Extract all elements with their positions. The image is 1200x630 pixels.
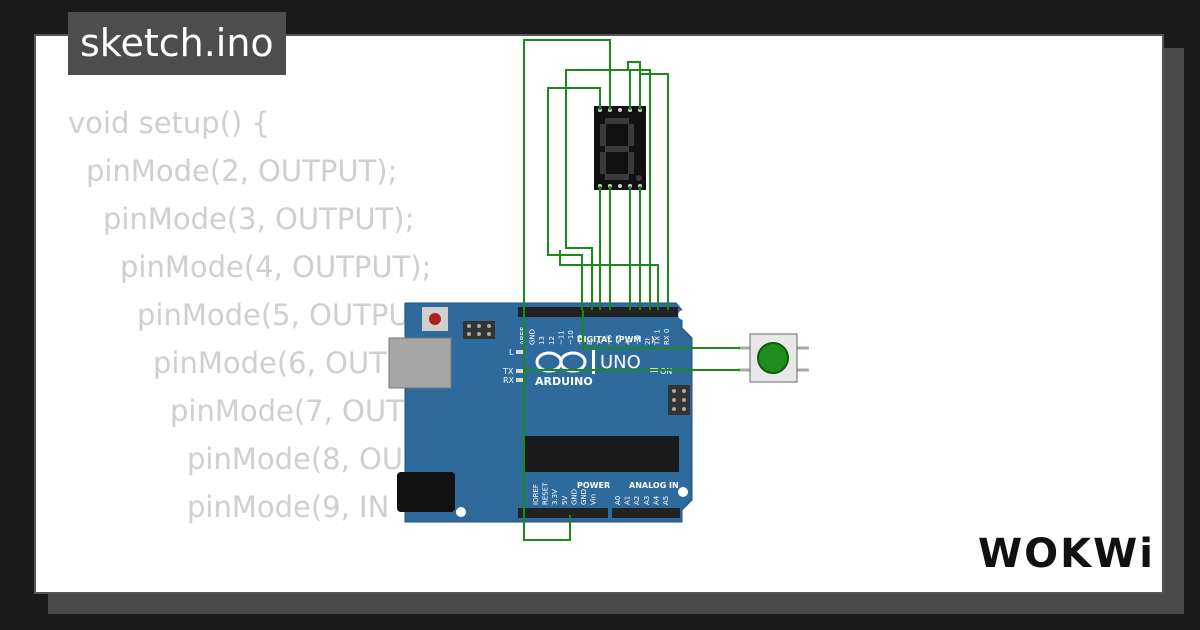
wire bbox=[582, 310, 740, 349]
pin-label: 3.3V bbox=[551, 489, 559, 505]
wires bbox=[523, 39, 740, 541]
board-model: UNO bbox=[600, 352, 641, 373]
pin-label: A3 bbox=[643, 496, 651, 505]
pin-label: 7 bbox=[596, 341, 604, 345]
l-led bbox=[516, 350, 524, 354]
arduino-uno-board[interactable]: UNO ARDUINO DIGITAL (PWM ~) POWER ANALOG… bbox=[388, 302, 693, 523]
digital-label: DIGITAL (PWM ~) bbox=[577, 335, 655, 344]
analog-header bbox=[612, 508, 680, 518]
code-line: pinMode(3, OUTPUT); bbox=[103, 202, 415, 236]
rx-led bbox=[516, 378, 524, 382]
wire bbox=[565, 69, 631, 310]
pin-label: 8 bbox=[586, 341, 594, 345]
pin-label: GND bbox=[580, 489, 588, 505]
pin-label: ~11 bbox=[557, 330, 565, 345]
code-line: pinMode(8, OU bbox=[187, 442, 404, 476]
file-tab[interactable]: sketch.ino bbox=[68, 12, 286, 75]
pin-label: IOREF bbox=[532, 484, 540, 505]
pin-label: Vin bbox=[590, 494, 598, 505]
pin-label: A5 bbox=[662, 496, 670, 505]
wire bbox=[627, 61, 651, 310]
pin-label: A0 bbox=[614, 496, 622, 505]
wire bbox=[639, 73, 669, 310]
pin-label: 4 bbox=[625, 340, 633, 345]
seven-segment-display[interactable] bbox=[594, 106, 646, 190]
analog-label: ANALOG IN bbox=[629, 481, 679, 490]
power-jack bbox=[397, 472, 455, 512]
atmega-chip bbox=[523, 436, 679, 472]
pin-label: TX 1 bbox=[653, 329, 661, 346]
code-line: pinMode(2, OUTPUT); bbox=[86, 154, 398, 188]
pin-label: GND bbox=[529, 329, 537, 345]
pin-label: ~3 bbox=[634, 335, 642, 345]
code-line: pinMode(4, OUTPUT); bbox=[120, 250, 432, 284]
pin-label: ~9 bbox=[577, 335, 585, 345]
digital-header bbox=[518, 307, 678, 317]
logo-divider bbox=[592, 350, 595, 374]
rx-label: RX bbox=[503, 376, 515, 385]
pin-label: A2 bbox=[633, 496, 641, 505]
pin-label: RESET bbox=[542, 482, 550, 505]
wokwi-logo: WOKWi bbox=[978, 531, 1155, 577]
pin-label: ~5 bbox=[615, 335, 623, 345]
reset-button-cap[interactable] bbox=[429, 313, 441, 325]
pin-label: ~6 bbox=[605, 334, 613, 345]
icsp-header bbox=[463, 321, 495, 339]
icsp2-header bbox=[668, 385, 690, 415]
power-header bbox=[518, 508, 608, 518]
code-line: pinMode(6, OUT bbox=[153, 346, 387, 380]
pushbutton[interactable] bbox=[738, 333, 809, 383]
pin-label: A1 bbox=[624, 496, 632, 505]
tx-led bbox=[516, 369, 524, 373]
pin-label: 12 bbox=[548, 336, 556, 345]
wire bbox=[559, 250, 659, 310]
pin-label: 2 bbox=[644, 341, 652, 345]
l-label: L bbox=[509, 348, 514, 357]
display-segments bbox=[600, 118, 642, 181]
code-line: pinMode(7, OUT bbox=[170, 394, 404, 428]
code-line: void setup() { bbox=[68, 106, 270, 140]
pin-label: 5V bbox=[561, 496, 569, 505]
pin-label: A4 bbox=[652, 495, 660, 505]
tx-label: TX bbox=[502, 367, 514, 376]
power-label: POWER bbox=[577, 481, 610, 490]
pin-label: RX 0 bbox=[663, 329, 671, 345]
pin-label: GND bbox=[570, 489, 578, 505]
on-label: ON bbox=[660, 367, 672, 376]
wokwi-logo-text: WOKWi bbox=[978, 531, 1155, 577]
board-brand: ARDUINO bbox=[535, 375, 593, 388]
mounting-hole bbox=[678, 487, 688, 497]
pin-label: ~10 bbox=[567, 330, 575, 345]
mounting-hole bbox=[456, 507, 466, 517]
wire bbox=[523, 39, 611, 541]
code-line: pinMode(9, IN bbox=[187, 490, 390, 524]
mounting-hole bbox=[678, 310, 688, 320]
pin-label: 13 bbox=[538, 336, 546, 345]
usb-connector bbox=[388, 337, 452, 389]
